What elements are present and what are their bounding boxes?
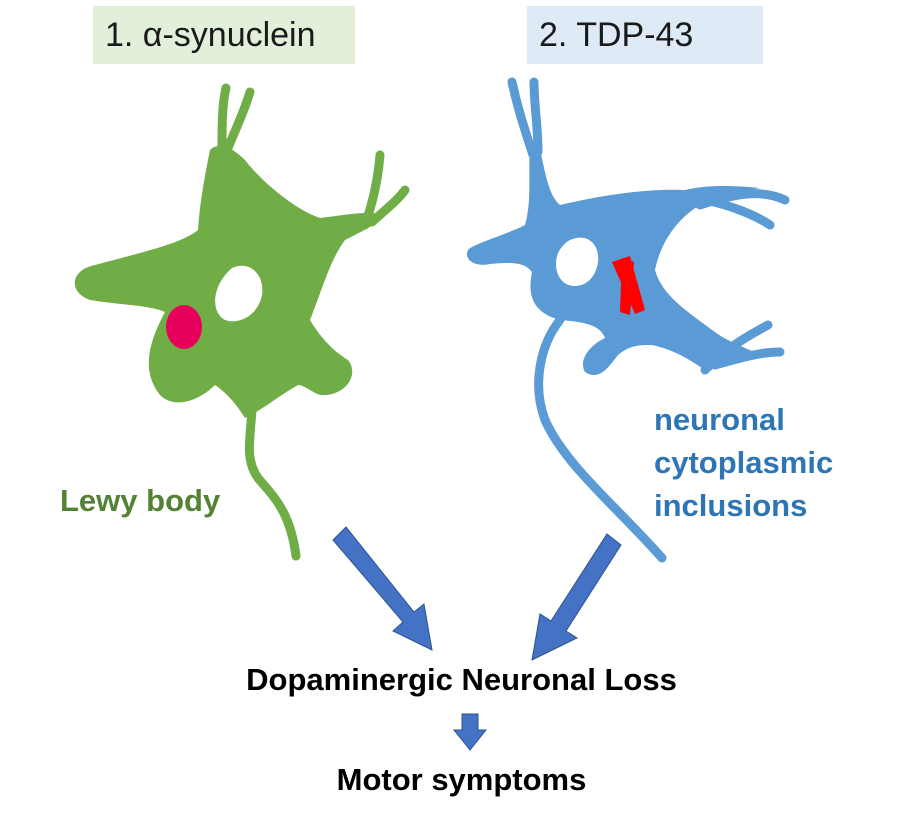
blue-dendrite-right-lower bbox=[700, 320, 785, 375]
tdp43-title: 2. TDP-43 bbox=[527, 6, 763, 64]
nci-line-2: cytoplasmic bbox=[654, 445, 834, 480]
green-dendrite-top bbox=[217, 83, 255, 155]
green-axon bbox=[244, 405, 301, 561]
green-neuron-body bbox=[74, 145, 385, 419]
arrow-down bbox=[452, 713, 488, 751]
tdp43-inclusion bbox=[612, 256, 645, 315]
arrow-left bbox=[332, 526, 433, 651]
neuronal-cytoplasmic-inclusions-label: neuronal cytoplasmic inclusions bbox=[654, 398, 833, 527]
neuronal-loss-label: Dopaminergic Neuronal Loss bbox=[246, 662, 677, 697]
green-dendrite-right bbox=[360, 150, 410, 230]
lewy-body bbox=[166, 305, 202, 349]
green-neuron bbox=[74, 83, 410, 561]
arrow-right bbox=[531, 533, 622, 661]
lewy-body-label: Lewy body bbox=[60, 483, 221, 518]
nci-line-1: neuronal bbox=[654, 402, 785, 437]
nci-line-3: inclusions bbox=[654, 488, 808, 523]
blue-axon bbox=[534, 315, 667, 563]
motor-symptoms-label: Motor symptoms bbox=[336, 762, 587, 797]
blue-dendrite-top bbox=[507, 77, 543, 160]
alpha-synuclein-title: 1. α-synuclein bbox=[93, 6, 355, 64]
blue-neuron bbox=[466, 77, 790, 563]
blue-dendrite-right-upper bbox=[695, 189, 790, 230]
